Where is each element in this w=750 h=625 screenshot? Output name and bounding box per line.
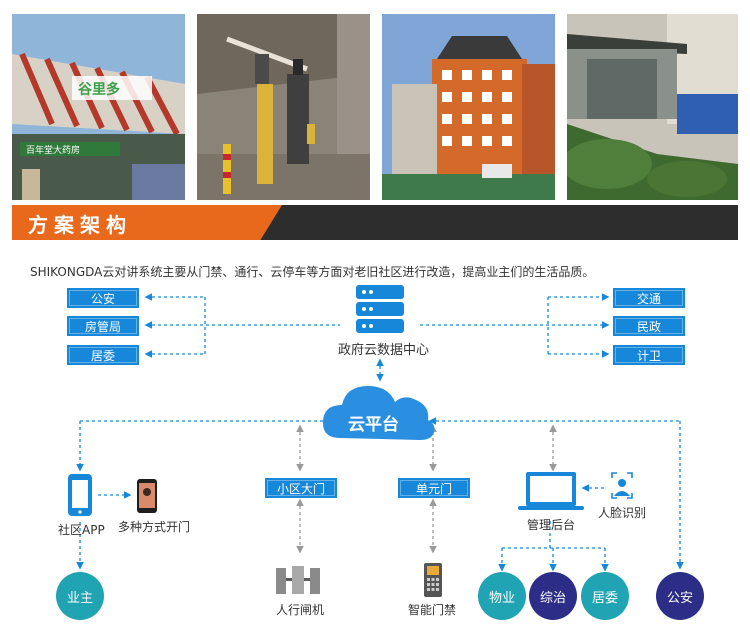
store-brand-text: 谷里多 (78, 81, 120, 98)
smart-lock-label: 智能门禁 (408, 603, 457, 617)
tag-residents-committee: 居委 (67, 345, 139, 365)
tag-transport: 交通 (613, 288, 685, 308)
tag-civil-affairs: 民政 (613, 316, 685, 336)
circle-property: 物业 (478, 572, 526, 620)
photo-parking-barrier (197, 14, 370, 200)
circle-police: 公安 (656, 572, 704, 620)
tag-community-gate: 小区大门 (265, 478, 337, 498)
intro-text: SHIKONGDA云对讲系统主要从门禁、通行、云停车等方面对老旧社区进行改造，提… (30, 265, 595, 279)
data-center-label: 政府云数据中心 (338, 343, 430, 358)
monitor-icon (518, 472, 584, 510)
cloud-icon (322, 386, 435, 440)
face-recognition-icon (611, 472, 633, 499)
tag-housing-bureau: 房管局 (67, 316, 139, 336)
door-access-panel-icon (424, 563, 442, 597)
backend-label: 管理后台 (527, 518, 576, 532)
banner-accent (12, 205, 282, 240)
server-icon (356, 285, 404, 333)
circle-committee: 居委 (581, 572, 629, 620)
photo-community-entrance (567, 14, 738, 200)
store-sign-text: 百年堂大药房 (26, 144, 80, 156)
photo-strip: 谷里多 百年堂大药房 (12, 14, 738, 200)
app-label: 社区APP (58, 523, 105, 537)
face-recognition-label: 人脸识别 (598, 506, 647, 520)
circle-security-governance: 综治 (529, 572, 577, 620)
section-banner: 方案架构 (12, 205, 738, 240)
tag-health: 计卫 (613, 345, 685, 365)
photo-residential-building (382, 14, 555, 200)
video-call-phone-icon (137, 479, 157, 513)
phone-icon (68, 474, 92, 516)
circle-owner: 业主 (56, 572, 104, 620)
tag-police: 公安 (67, 288, 139, 308)
cloud-platform-label: 云平台 (348, 415, 399, 435)
turnstile-icon (276, 566, 320, 594)
multi-open-label: 多种方式开门 (118, 520, 191, 534)
turnstile-label: 人行闸机 (276, 603, 325, 617)
photo-storefront: 谷里多 百年堂大药房 (12, 14, 185, 200)
tag-unit-gate: 单元门 (398, 478, 470, 498)
banner-title: 方案架构 (28, 213, 132, 237)
